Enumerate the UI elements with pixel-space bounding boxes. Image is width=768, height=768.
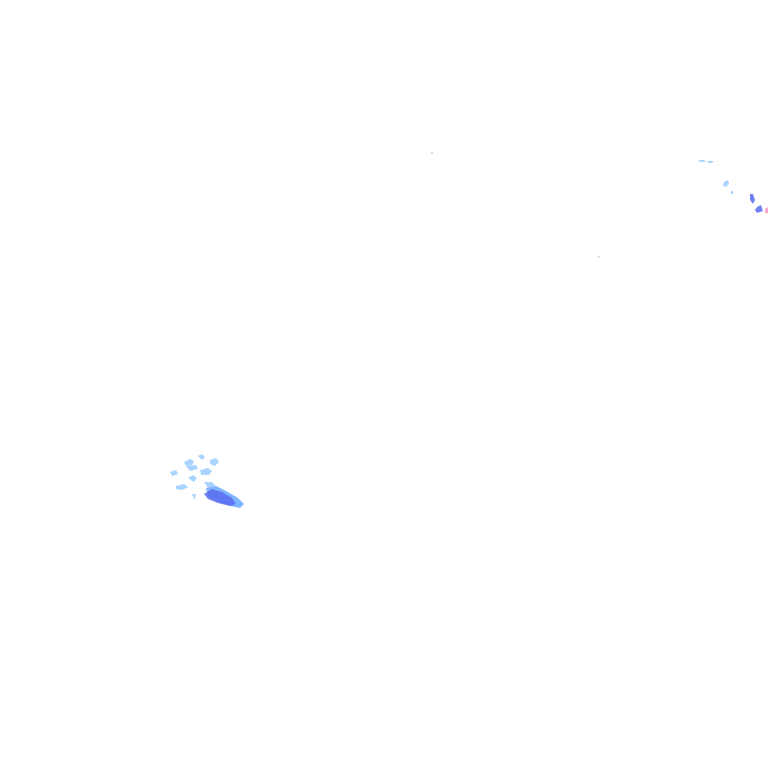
rain-area-heavy xyxy=(750,194,763,213)
radar-speck xyxy=(431,152,433,154)
rain-area-light xyxy=(170,454,219,500)
radar-speck xyxy=(598,256,600,258)
precipitation-cell-northeast xyxy=(698,160,768,213)
rain-area-light xyxy=(698,160,733,194)
precipitation-cell-southwest xyxy=(170,454,244,508)
rain-area-heavy xyxy=(204,489,236,506)
rain-area-mixed xyxy=(765,207,768,213)
